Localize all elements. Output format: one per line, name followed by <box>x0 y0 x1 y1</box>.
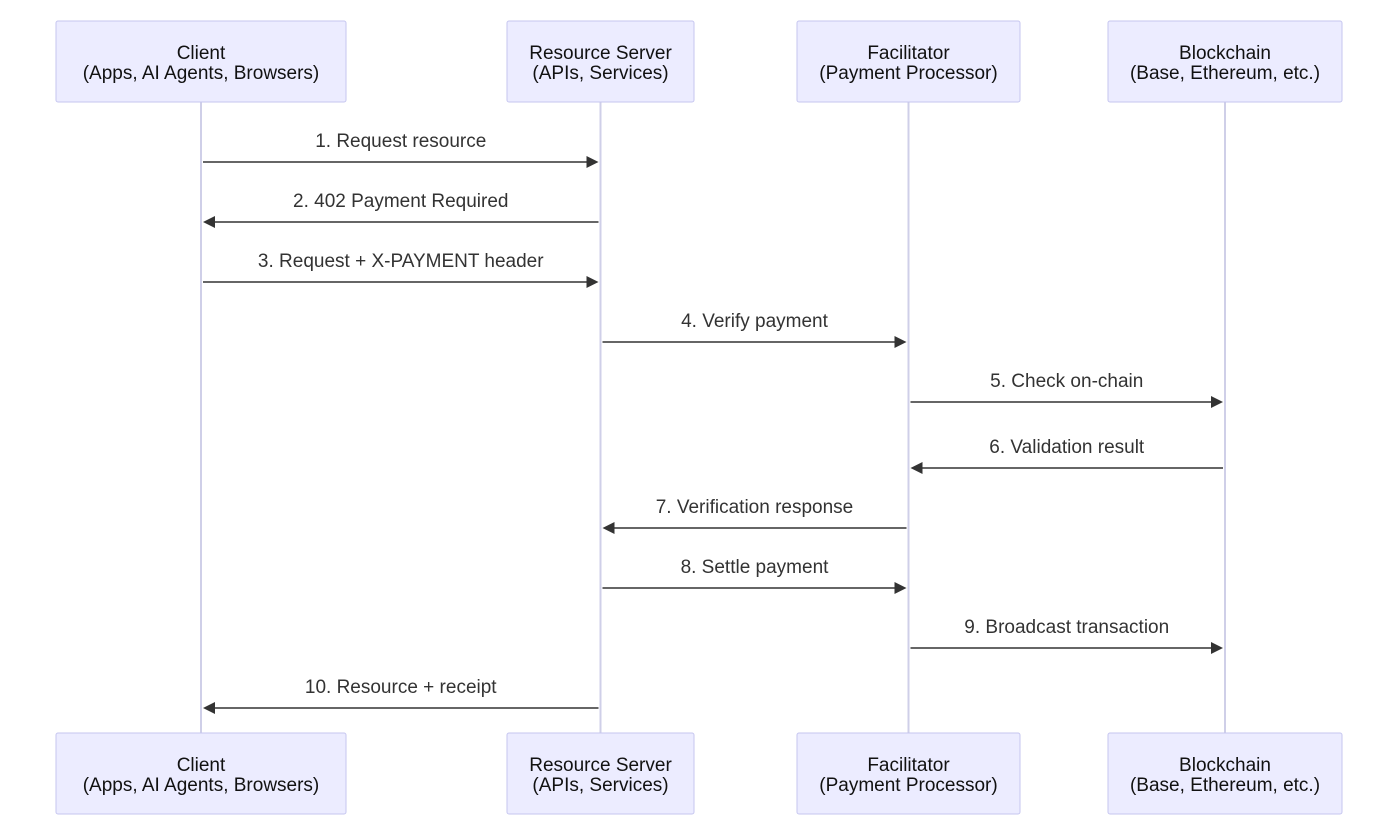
message-label: 1. Request resource <box>315 131 486 152</box>
participant-subtitle: (Base, Ethereum, etc.) <box>1130 775 1320 796</box>
participant-box <box>506 732 695 815</box>
message-label: 6. Validation result <box>989 437 1145 458</box>
participant-subtitle: (APIs, Services) <box>532 775 668 796</box>
participant-name: Client <box>177 755 226 776</box>
participant-name: Client <box>177 43 226 64</box>
message-label: 9. Broadcast transaction <box>964 617 1169 638</box>
message-label: 2. 402 Payment Required <box>293 191 508 212</box>
participant-box <box>1107 20 1343 103</box>
participant-name: Facilitator <box>867 755 950 776</box>
arrowhead-icon <box>203 216 215 228</box>
participant-name: Facilitator <box>867 43 950 64</box>
participant-bottom-0: Client(Apps, AI Agents, Browsers) <box>55 732 347 815</box>
participant-box <box>796 732 1021 815</box>
message-2: 2. 402 Payment Required <box>203 191 599 228</box>
message-6: 6. Validation result <box>910 437 1223 474</box>
participant-bottom-3: Blockchain(Base, Ethereum, etc.) <box>1107 732 1343 815</box>
participant-top-1: Resource Server(APIs, Services) <box>506 20 695 103</box>
participant-subtitle: (APIs, Services) <box>532 63 668 84</box>
message-9: 9. Broadcast transaction <box>910 617 1223 654</box>
message-3: 3. Request + X-PAYMENT header <box>203 251 599 288</box>
message-7: 7. Verification response <box>602 497 907 534</box>
participant-name: Resource Server <box>529 755 672 776</box>
participant-box <box>55 20 347 103</box>
participant-top-2: Facilitator(Payment Processor) <box>796 20 1021 103</box>
message-10: 10. Resource + receipt <box>203 677 599 714</box>
participant-top-0: Client(Apps, AI Agents, Browsers) <box>55 20 347 103</box>
arrowhead-icon <box>1211 642 1223 654</box>
participant-top-3: Blockchain(Base, Ethereum, etc.) <box>1107 20 1343 103</box>
participant-subtitle: (Base, Ethereum, etc.) <box>1130 63 1320 84</box>
arrowhead-icon <box>894 336 907 348</box>
message-8: 8. Settle payment <box>602 557 907 594</box>
participant-bottom-1: Resource Server(APIs, Services) <box>506 732 695 815</box>
participant-box <box>1107 732 1343 815</box>
message-1: 1. Request resource <box>203 131 599 168</box>
participant-name: Blockchain <box>1179 43 1271 64</box>
message-label: 4. Verify payment <box>681 311 829 332</box>
message-label: 3. Request + X-PAYMENT header <box>258 251 544 272</box>
actors: Client(Apps, AI Agents, Browsers)Client(… <box>55 20 1343 815</box>
message-5: 5. Check on-chain <box>910 371 1223 408</box>
lifelines <box>200 102 1226 733</box>
participant-bottom-2: Facilitator(Payment Processor) <box>796 732 1021 815</box>
participant-name: Resource Server <box>529 43 672 64</box>
message-label: 7. Verification response <box>656 497 854 518</box>
arrowhead-icon <box>586 276 599 288</box>
participant-subtitle: (Payment Processor) <box>819 775 997 796</box>
arrowhead-icon <box>894 582 907 594</box>
participant-subtitle: (Apps, AI Agents, Browsers) <box>83 63 320 84</box>
arrowhead-icon <box>586 156 599 168</box>
participant-box <box>796 20 1021 103</box>
arrowhead-icon <box>910 462 923 474</box>
participant-subtitle: (Apps, AI Agents, Browsers) <box>83 775 320 796</box>
participant-subtitle: (Payment Processor) <box>819 63 997 84</box>
arrowhead-icon <box>602 522 615 534</box>
participant-box <box>55 732 347 815</box>
message-label: 8. Settle payment <box>681 557 830 578</box>
messages: 1. Request resource 2. 402 Payment Requir… <box>203 131 1223 714</box>
arrowhead-icon <box>1211 396 1223 408</box>
message-label: 5. Check on-chain <box>990 371 1143 392</box>
message-label: 10. Resource + receipt <box>305 677 497 698</box>
message-4: 4. Verify payment <box>602 311 907 348</box>
arrowhead-icon <box>203 702 215 714</box>
participant-box <box>506 20 695 103</box>
participant-name: Blockchain <box>1179 755 1271 776</box>
